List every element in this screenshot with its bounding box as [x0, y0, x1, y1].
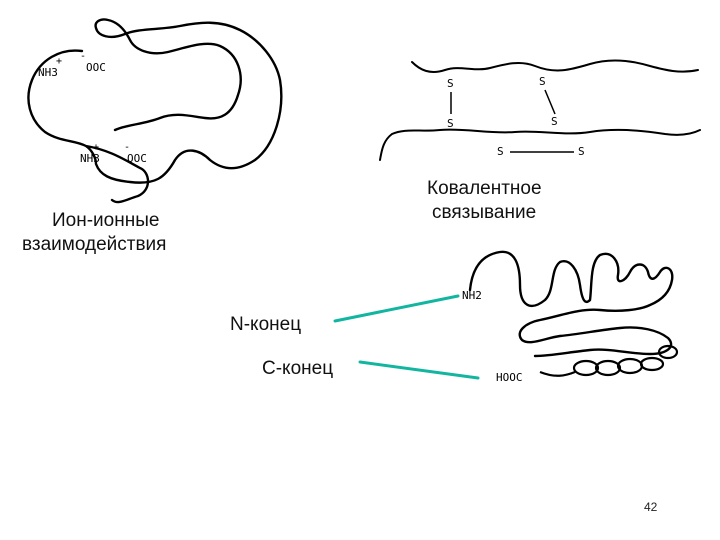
s-bottom-left: S: [497, 145, 504, 158]
minus-sign-bottom: -: [124, 142, 131, 153]
protein-coil-loops: [572, 344, 679, 377]
s-mid-left: S: [447, 117, 454, 130]
covalent-bonding-label-line2: связывание: [432, 202, 537, 223]
s-bottom-right: S: [578, 145, 585, 158]
folded-protein-chain: [468, 250, 674, 358]
ionic-interactions-label-line1: Ион-ионные: [52, 210, 160, 231]
ionic-polypeptide-chain: [27, 18, 283, 204]
coo-bottom-label: OOC: [127, 152, 147, 165]
disulfide-upper-chain: [411, 59, 699, 73]
c-terminus-pointer: [358, 360, 480, 380]
c-terminus-label: C-конец: [262, 358, 334, 379]
s-mid-right: S: [551, 115, 558, 128]
covalent-bonding-label-line1: Ковалентное: [427, 178, 542, 199]
s-top-right: S: [539, 75, 546, 88]
plus-sign-top: +: [56, 56, 63, 67]
s-top-left: S: [447, 77, 454, 90]
n-terminus-pointer: [333, 294, 460, 323]
ionic-interactions-label-line2: взаимодействия: [22, 234, 167, 255]
protein-c-terminal-segment: [539, 370, 576, 377]
nh3-bottom-label: NH3: [80, 152, 100, 165]
n-terminus-label: N-конец: [230, 314, 302, 335]
hooc-label: HOOC: [496, 371, 523, 384]
plus-sign-bottom: +: [93, 142, 100, 153]
disulfide-bond-right: [544, 89, 556, 115]
minus-sign-top: -: [80, 51, 87, 62]
coo-top-label: OOC: [86, 61, 106, 74]
disulfide-lower-chain: [379, 128, 701, 161]
nh3-top-label: NH3: [38, 66, 58, 79]
page-number: 42: [644, 500, 658, 514]
nh2-label: NH2: [462, 289, 482, 302]
